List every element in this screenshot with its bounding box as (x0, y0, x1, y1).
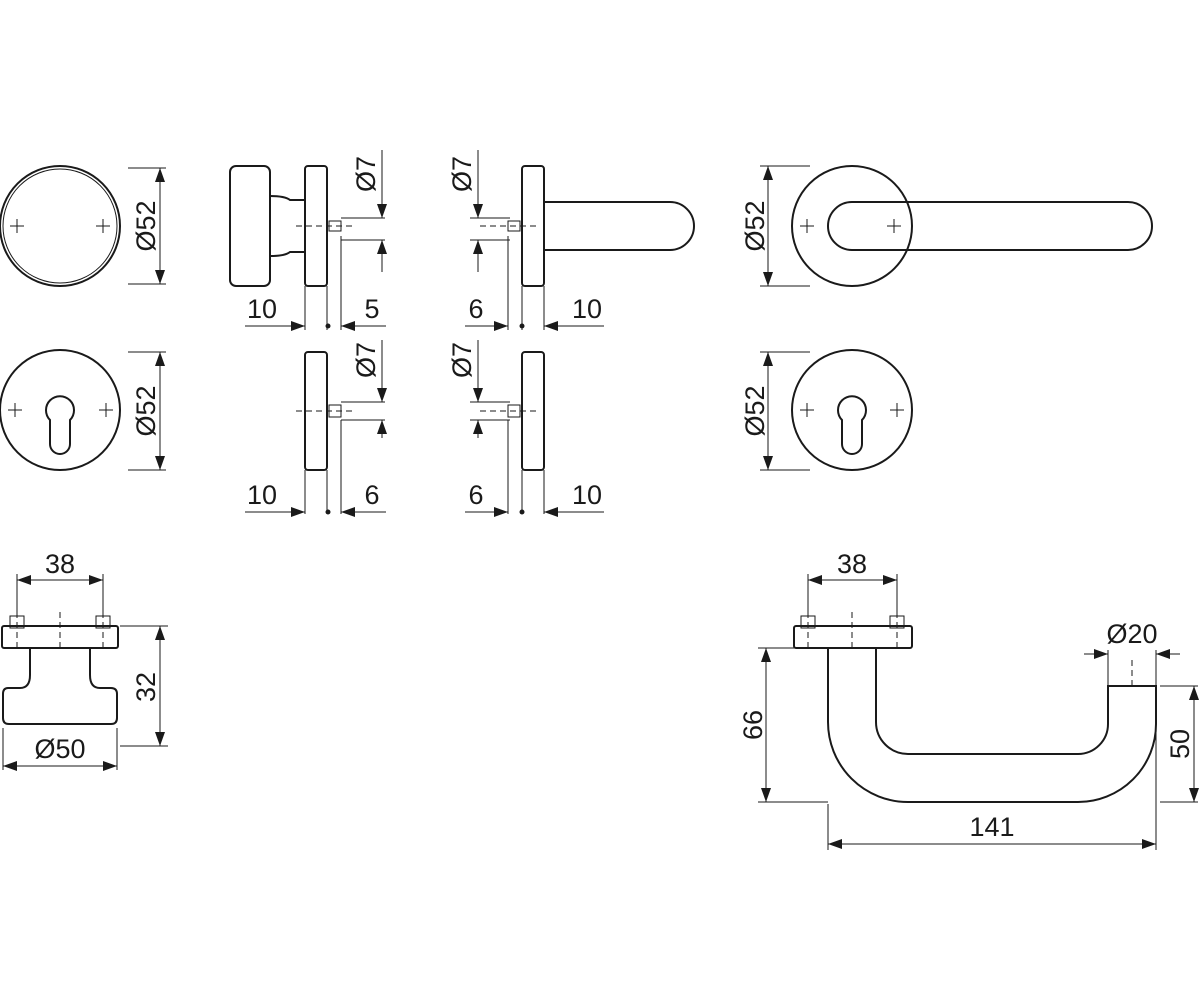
dim-lever-drop: 50 (1160, 685, 1199, 803)
label-knob-dia: Ø50 (34, 734, 85, 764)
dim-knob-height: 32 (120, 625, 168, 747)
label-lever-spindle: 10 (572, 294, 602, 324)
dim-escutcheon-right-dia: Ø52 (740, 351, 810, 471)
dim-esc-right-pin: Ø7 (447, 340, 510, 438)
escutcheon-left-front-view (0, 349, 121, 471)
label-knob-top-width: 38 (45, 549, 75, 579)
dim-lever-bottom: 6 10 (465, 236, 604, 331)
label-rose-knob-dia: Ø52 (131, 200, 161, 251)
knob-top-view (1, 612, 119, 725)
label-lever-sep: 6 (468, 294, 483, 324)
dim-lever-top-width: 38 (807, 549, 898, 614)
dim-knob-dia: Ø50 (2, 728, 118, 771)
label-knob-sep: 10 (247, 294, 277, 324)
dim-lever-height: 66 (738, 647, 828, 803)
rose-knob-front-view (0, 165, 121, 287)
label-lever-length: 141 (969, 812, 1014, 842)
dim-esc-left-pin: Ø7 (341, 340, 387, 438)
dim-esc-right-bottom: 6 10 (465, 420, 604, 517)
label-lever-height: 66 (738, 710, 768, 740)
label-knob-spindle: 5 (364, 294, 379, 324)
escutcheon-right-front-view (791, 349, 913, 471)
lever-top-view (793, 612, 1157, 803)
dim-knob-top-width: 38 (16, 549, 104, 614)
label-lever-drop: 50 (1165, 729, 1195, 759)
label-lever-grip-dia: Ø20 (1106, 619, 1157, 649)
label-knob-pin-dia: Ø7 (351, 156, 381, 192)
label-esc-right-pin-dia: Ø7 (447, 342, 477, 378)
dim-lever-length: 141 (827, 730, 1157, 850)
escutcheon-right-side-view (480, 351, 545, 471)
lever-side-view (480, 165, 695, 287)
dim-lever-pin: Ø7 (447, 150, 510, 272)
escutcheon-left-side-view (296, 351, 356, 471)
dim-escutcheon-left-dia: Ø52 (128, 351, 166, 471)
label-lever-top-width: 38 (837, 549, 867, 579)
label-escutcheon-left-dia: Ø52 (131, 385, 161, 436)
label-esc-left-sep: 10 (247, 480, 277, 510)
label-esc-right-sep: 6 (468, 480, 483, 510)
dim-esc-left-bottom: 10 6 (245, 420, 386, 517)
label-escutcheon-right-dia: Ø52 (740, 385, 770, 436)
label-rose-lever-dia: Ø52 (740, 200, 770, 251)
label-knob-height: 32 (131, 672, 161, 702)
rose-lever-front-view (791, 165, 1153, 287)
dim-rose-knob-dia: Ø52 (128, 167, 166, 285)
label-esc-right-spindle: 10 (572, 480, 602, 510)
dim-knob-bottom: 10 5 (245, 236, 386, 331)
dim-knob-pin: Ø7 (341, 150, 387, 272)
knob-side-view (229, 165, 356, 287)
label-esc-left-spindle: 6 (364, 480, 379, 510)
label-lever-pin-dia: Ø7 (447, 156, 477, 192)
dim-lever-grip-dia: Ø20 (1084, 619, 1180, 686)
label-esc-left-pin-dia: Ø7 (351, 342, 381, 378)
dim-rose-lever-dia: Ø52 (740, 165, 810, 287)
